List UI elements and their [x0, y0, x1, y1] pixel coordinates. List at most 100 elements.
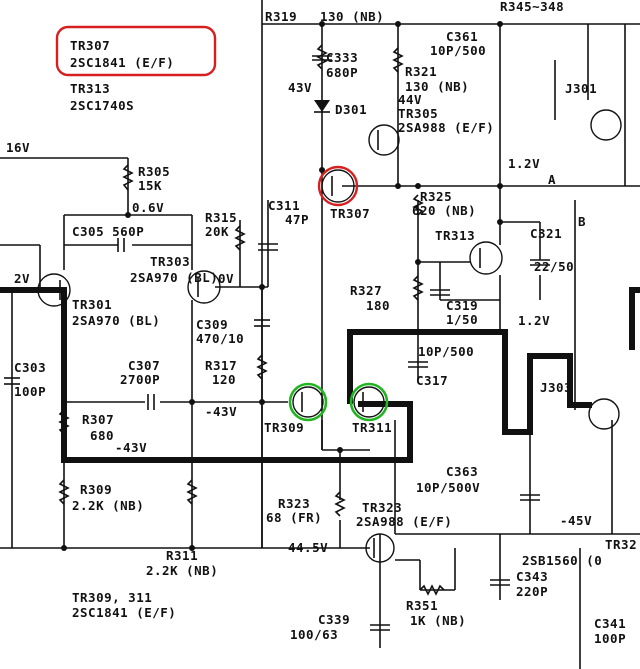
diode-d301 [314, 100, 330, 113]
label-c343-value: 220P [516, 584, 548, 599]
label-input-2v: 2V [14, 271, 30, 286]
label-43v: 43V [288, 80, 312, 95]
label-r305: R305 [138, 164, 170, 179]
label-16v: 16V [6, 140, 30, 155]
callout-tr313-name: TR313 [70, 81, 110, 96]
label-r315-value: 20K [205, 224, 229, 239]
label-minus-43v-b: -43V [115, 440, 147, 455]
label-44-5v: 44.5V [288, 540, 328, 555]
label-tr32x: TR32 [605, 537, 637, 552]
label-c10p500: 10P/500 [418, 344, 474, 359]
label-tr301-value: 2SA970 (BL) [72, 313, 160, 328]
label-c333-value: 680P [326, 65, 358, 80]
label-r309: R309 [80, 482, 112, 497]
label-tr309-311-part: 2SC1841 (E/F) [72, 605, 176, 620]
label-r323-value: 68 (FR) [266, 510, 322, 525]
label-c303: C303 [14, 360, 46, 375]
label-r325: R325 [420, 189, 452, 204]
label-r309-value: 2.2K (NB) [72, 498, 144, 513]
label-r307: R307 [82, 412, 114, 427]
label-c343: C343 [516, 569, 548, 584]
label-d301: D301 [335, 102, 367, 117]
label-r305-value: 15K [138, 178, 162, 193]
label-c319-value: 1/50 [446, 312, 478, 327]
label-c303-value: 100P [14, 384, 46, 399]
label-44v: 44V [398, 92, 422, 107]
label-1-2v: 1.2V [508, 156, 540, 171]
label-r315: R315 [205, 210, 237, 225]
label-r317-value: 120 [212, 372, 236, 387]
label-c317: C317 [416, 373, 448, 388]
label-tr309: TR309 [264, 420, 304, 435]
tr311-green-circle [349, 382, 389, 422]
label-tr303-value: 2SA970 (BL) [130, 270, 218, 285]
label-c361: C361 [446, 29, 478, 44]
label-r307-value: 680 [90, 428, 114, 443]
label-r311-value: 2.2K (NB) [146, 563, 218, 578]
label-r311: R311 [166, 548, 198, 563]
label-r319: R319 [265, 9, 297, 24]
label-node-a: A [548, 172, 556, 187]
tr309-green-circle [288, 382, 328, 422]
label-2sb1560: 2SB1560 (0 [522, 553, 602, 568]
label-0-6v: 0.6V [132, 200, 164, 215]
label-c341: C341 [594, 616, 626, 631]
label-r321: R321 [405, 64, 437, 79]
callout-tr307-name: TR307 [70, 38, 110, 53]
label-c309: C309 [196, 317, 228, 332]
label-r323: R323 [278, 496, 310, 511]
label-r319-value: 130 (NB) [320, 9, 384, 24]
label-r327: R327 [350, 283, 382, 298]
label-c361-value: 10P/500 [430, 43, 486, 58]
label-c311: C311 [268, 198, 300, 213]
capacitors [4, 55, 550, 631]
label-tr307: TR307 [330, 206, 370, 221]
label-tr309-311: TR309, 311 [72, 590, 152, 605]
label-r317: R317 [205, 358, 237, 373]
label-c363-value: 10P/500V [416, 480, 480, 495]
callout-tr313-part: 2SC1740S [70, 98, 134, 113]
label-tr311: TR311 [352, 420, 392, 435]
tr307-red-circle [317, 165, 359, 207]
label-0v: 0V [218, 271, 234, 286]
label-tr303: TR303 [150, 254, 190, 269]
label-node-b: B [578, 214, 586, 229]
label-j301: J301 [565, 81, 597, 96]
transistors [37, 109, 622, 563]
tr307-callout-box [55, 25, 217, 77]
label-r321-value: 130 (NB) [405, 79, 469, 94]
highlights [55, 25, 389, 422]
label-c321-value: 22/50 [534, 259, 574, 274]
label-c311-value: 47P [285, 212, 309, 227]
label-c307: C307 [128, 358, 160, 373]
label-c363: C363 [446, 464, 478, 479]
label-tr305: TR305 [398, 106, 438, 121]
label-tr323-value: 2SA988 (E/F) [356, 514, 452, 529]
label-1-2v-b: 1.2V [518, 313, 550, 328]
callout-tr307-part: 2SC1841 (E/F) [70, 55, 174, 70]
label-tr313: TR313 [435, 228, 475, 243]
label-minus-43v: -43V [205, 404, 237, 419]
thick-signal-path [0, 287, 640, 463]
label-tr305-value: 2SA988 (E/F) [398, 120, 494, 135]
junctions [61, 21, 503, 551]
label-c341-value: 100P [594, 631, 626, 646]
label-c321: C321 [530, 226, 562, 241]
label-c309-value: 470/10 [196, 331, 244, 346]
label-c307-value: 2700P [120, 372, 160, 387]
label-r345: R345~348 [500, 0, 564, 14]
label-tr323: TR323 [362, 500, 402, 515]
label-r327-value: 180 [366, 298, 390, 313]
label-r325-value: 620 (NB) [412, 203, 476, 218]
resistors [58, 44, 445, 596]
label-c319: C319 [446, 298, 478, 313]
label-r351-value: 1K (NB) [410, 613, 466, 628]
label-c339-value: 100/63 [290, 627, 338, 642]
component-labels: R319 130 (NB) R345~348 TR307 2SC1841 (E/… [6, 0, 637, 646]
label-minus-45v: -45V [560, 513, 592, 528]
label-c305: C305 560P [72, 224, 144, 239]
label-c333: C333 [326, 50, 358, 65]
label-r351: R351 [406, 598, 438, 613]
